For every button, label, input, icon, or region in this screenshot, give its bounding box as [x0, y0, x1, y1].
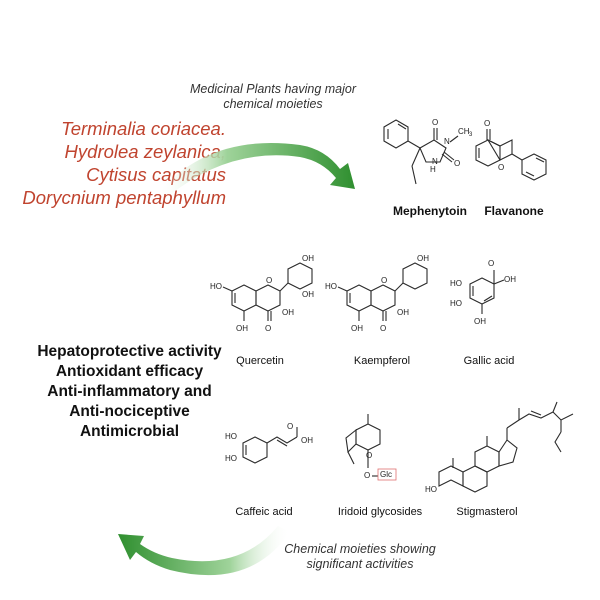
- activity-2: Antioxidant efficacy: [55, 363, 204, 380]
- quercetin-structure: HO O OH OH OH O OH: [210, 254, 314, 333]
- kaempferol-oh-3: OH: [397, 308, 409, 317]
- quercetin-oh-bottom: OH: [236, 324, 248, 333]
- kaempferol-ring-o: O: [381, 276, 387, 285]
- iridoid-o-glc: O: [364, 471, 370, 480]
- caffeic-ho-1: HO: [225, 432, 237, 441]
- arrow-moieties-to-activities-icon: [118, 526, 290, 576]
- bottom-note-line-2: significant activities: [306, 557, 414, 571]
- gallic-oh-bottom: OH: [474, 317, 486, 326]
- plant-2: Hydrolea zeylanica,: [64, 141, 226, 162]
- mephenytoin-ch3-sub: 3: [469, 132, 473, 138]
- mephenytoin-o-right: O: [454, 159, 460, 168]
- gallic-acid-oh: OH: [504, 275, 516, 284]
- iridoid-ring-o: O: [366, 451, 372, 460]
- mephenytoin-o-top: O: [432, 118, 438, 127]
- quercetin-ring-o: O: [266, 276, 272, 285]
- iridoid-glc: Glc: [380, 470, 392, 479]
- mephenytoin-nh-h: H: [430, 165, 436, 174]
- plants-list: Terminalia coriacea. Hydrolea zeylanica,…: [16, 117, 226, 209]
- stigmasterol-label: Stigmasterol: [456, 506, 518, 518]
- kaempferol-ho-left: HO: [325, 282, 337, 291]
- mephenytoin-structure: O N CH 3 O H N: [383, 118, 473, 185]
- flavanone-ring-o: O: [498, 163, 504, 172]
- gallic-ho-1: HO: [450, 279, 462, 288]
- gallic-carbonyl-o: O: [488, 259, 494, 268]
- bottom-note-line-1: Chemical moieties showing: [284, 542, 436, 556]
- caffeic-acid-label: Caffeic acid: [235, 506, 293, 518]
- caffeic-ho-2: HO: [225, 454, 237, 463]
- flavanone-structure: O O: [475, 119, 547, 181]
- caffeic-acid-structure: HO HO OH O: [225, 422, 313, 464]
- activity-3: Anti-inflammatory and: [47, 383, 212, 400]
- quercetin-ho-left: HO: [210, 282, 222, 291]
- kaempferol-oh-top: OH: [417, 254, 429, 263]
- activities-list: Hepatoprotective activity Antioxidant ef…: [22, 342, 237, 442]
- kaempferol-carbonyl-o: O: [380, 324, 386, 333]
- plant-1: Terminalia coriacea.: [61, 118, 226, 139]
- top-note-line-2: chemical moieties: [223, 97, 323, 111]
- mephenytoin-ch3: CH: [458, 127, 470, 136]
- top-note-line-1: Medicinal Plants having major: [189, 82, 357, 96]
- quercetin-oh-top: OH: [302, 254, 314, 263]
- stigmasterol-ho: HO: [425, 485, 437, 494]
- iridoid-label: Iridoid glycosides: [337, 506, 423, 518]
- quercetin-carbonyl-o: O: [265, 324, 271, 333]
- flavanone-label: Flavanone: [484, 204, 544, 218]
- kaempferol-label: Kaempferol: [353, 355, 411, 367]
- activity-5: Antimicrobial: [79, 423, 180, 440]
- flavanone-carbonyl-o: O: [484, 119, 490, 128]
- kaempferol-oh-bottom: OH: [351, 324, 363, 333]
- gallic-acid-structure: O OH HO HO OH: [450, 259, 516, 326]
- arrow-plants-to-moieties-icon: [158, 143, 355, 195]
- quercetin-oh-right: OH: [302, 290, 314, 299]
- kaempferol-structure: HO O OH OH O OH: [325, 254, 429, 333]
- plant-4: Dorycnium pentaphyllum: [22, 187, 226, 208]
- iridoid-structure: O O Glc: [345, 414, 397, 481]
- activity-1: Hepatoprotective activity: [37, 343, 222, 360]
- quercetin-oh-3: OH: [282, 308, 294, 317]
- activity-4: Anti-nociceptive: [69, 403, 190, 420]
- stigmasterol-structure: HO: [425, 401, 574, 494]
- gallic-ho-2: HO: [450, 299, 462, 308]
- quercetin-label: Quercetin: [236, 355, 284, 367]
- top-note: Medicinal Plants having major chemical m…: [188, 82, 358, 112]
- caffeic-carbonyl-o: O: [287, 422, 293, 431]
- gallic-acid-label: Gallic acid: [463, 355, 515, 367]
- caffeic-acid-oh: OH: [301, 436, 313, 445]
- mephenytoin-n1: N: [444, 137, 450, 146]
- mephenytoin-label: Mephenytoin: [393, 204, 467, 218]
- bottom-note: Chemical moieties showing significant ac…: [280, 542, 440, 572]
- mephenytoin-n2: N: [432, 157, 438, 166]
